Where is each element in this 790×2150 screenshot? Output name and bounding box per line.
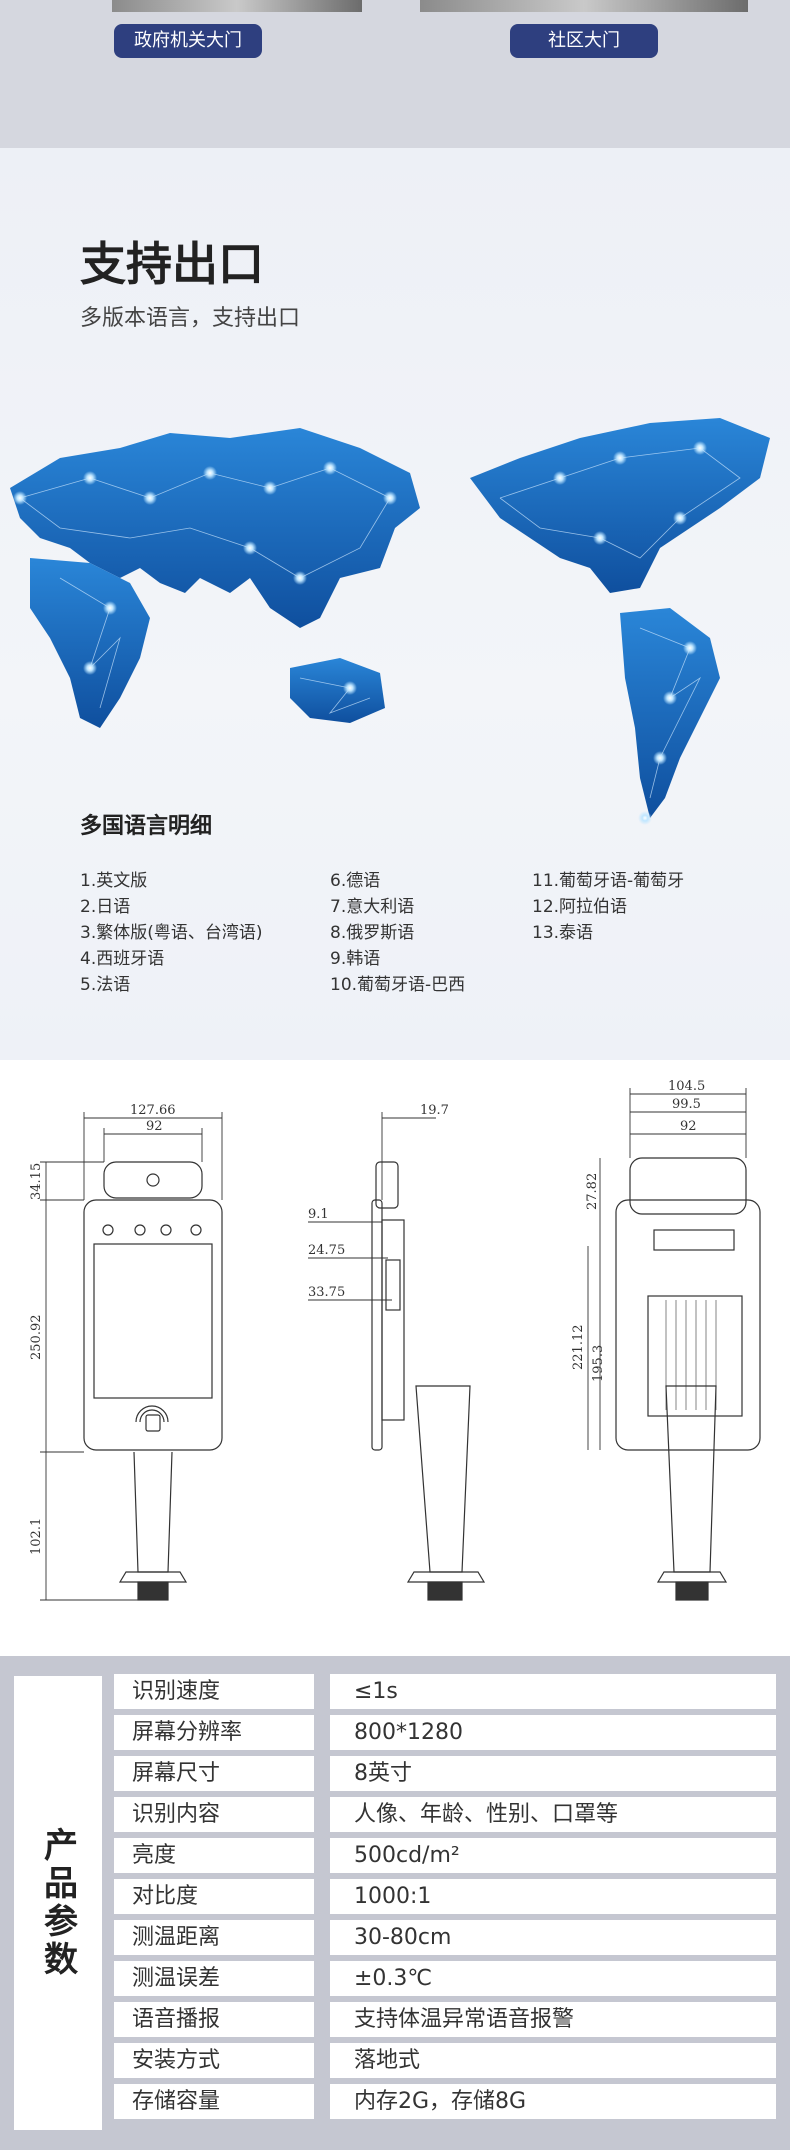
spec-key: 屏幕尺寸 (114, 1756, 314, 1791)
spec-key: 安装方式 (114, 2043, 314, 2078)
spec-value: 30-80cm (330, 1920, 776, 1955)
dim-side-depth: 19.7 (420, 1103, 449, 1118)
dim-side-d1: 9.1 (308, 1207, 329, 1222)
scene-label-community: 社区大门 (510, 24, 658, 58)
language-item: 1.英文版 (80, 871, 148, 891)
government-gate-photo (112, 0, 362, 12)
spec-value: 落地式 (330, 2043, 776, 2078)
spec-value: 8英寸 (330, 1756, 776, 1791)
language-item: 6.德语 (330, 871, 381, 891)
dim-back-w1: 104.5 (668, 1079, 705, 1094)
spec-key: 识别内容 (114, 1797, 314, 1832)
language-item: 12.阿拉伯语 (532, 897, 628, 917)
export-section: 支持出口 多版本语言，支持出口 (0, 148, 790, 1060)
spec-value: ±0.3℃ (330, 1961, 776, 1996)
spec-value: 内存2G，存储8G (330, 2084, 776, 2119)
dim-back-h1: 27.82 (585, 1173, 600, 1210)
dim-front-stand-height: 102.1 (29, 1518, 44, 1555)
language-item: 13.泰语 (532, 923, 594, 943)
language-item: 4.西班牙语 (80, 949, 165, 969)
language-item: 9.韩语 (330, 949, 381, 969)
dim-front-camera-height: 34.15 (29, 1163, 44, 1200)
map-africa (30, 558, 150, 728)
map-australia (290, 658, 385, 723)
language-item: 7.意大利语 (330, 897, 415, 917)
spec-side-title: 产品参数 (37, 1827, 78, 1979)
dim-side-d2: 24.75 (308, 1243, 345, 1258)
language-item: 10.葡萄牙语-巴西 (330, 975, 466, 995)
back-view (615, 1157, 761, 1601)
spec-key: 存储容量 (114, 2084, 314, 2119)
spec-value: 支持体温异常语音报警 (330, 2002, 776, 2037)
dim-front-width-outer: 127.66 (130, 1103, 176, 1118)
language-item: 11.葡萄牙语-葡萄牙 (532, 871, 685, 891)
spec-key: 屏幕分辨率 (114, 1715, 314, 1750)
language-item: 5.法语 (80, 975, 131, 995)
spec-value: 人像、年龄、性别、口罩等 (330, 1797, 776, 1832)
world-map-illustration (10, 418, 770, 825)
scenario-strip: 政府机关大门 社区大门 (0, 0, 790, 148)
spec-value: 1000:1 (330, 1879, 776, 1914)
dimension-svg: 127.66 92 34.15 250.92 102.1 19.7 9.1 24… (29, 1079, 761, 1601)
language-item: 3.繁体版(粤语、台湾语) (80, 923, 263, 943)
dim-back-h2: 221.12 (571, 1325, 586, 1371)
spec-key: 测温误差 (114, 1961, 314, 1996)
side-view (371, 1161, 486, 1601)
dim-front-body-height: 250.92 (29, 1315, 44, 1361)
spec-side-title-box: 产品参数 (14, 1676, 102, 2130)
dim-front-width-inner: 92 (146, 1119, 163, 1134)
languages-heading: 多国语言明细 (80, 814, 213, 839)
map-south-america (620, 608, 720, 818)
front-view (83, 1161, 223, 1601)
language-item: 2.日语 (80, 897, 131, 917)
spec-table: 产品参数 识别速度 ≤1s 屏幕分辨率 800*1280 屏幕尺寸 8英寸 识别… (0, 1656, 790, 2150)
spec-key: 亮度 (114, 1838, 314, 1873)
dim-back-h3: 195.3 (591, 1345, 606, 1382)
map-north-america (470, 418, 770, 593)
spec-value: ≤1s (330, 1674, 776, 1709)
dim-back-w3: 92 (680, 1119, 697, 1134)
dim-side-d3: 33.75 (308, 1285, 345, 1300)
map-eurasia (10, 428, 420, 628)
spec-value: 500cd/m² (330, 1838, 776, 1873)
language-item: 8.俄罗斯语 (330, 923, 415, 943)
spec-key: 识别速度 (114, 1674, 314, 1709)
dimension-drawings: 127.66 92 34.15 250.92 102.1 19.7 9.1 24… (0, 1060, 790, 1656)
dim-back-w2: 99.5 (672, 1097, 701, 1112)
map-glow-nodes (13, 441, 707, 825)
spec-key: 语音播报 (114, 2002, 314, 2037)
spec-value: 800*1280 (330, 1715, 776, 1750)
section-title: 支持出口 (80, 237, 264, 291)
scene-label-government: 政府机关大门 (114, 24, 262, 58)
community-gate-photo (420, 0, 748, 12)
spec-key: 测温距离 (114, 1920, 314, 1955)
spec-key: 对比度 (114, 1879, 314, 1914)
section-subtitle: 多版本语言，支持出口 (80, 306, 301, 331)
